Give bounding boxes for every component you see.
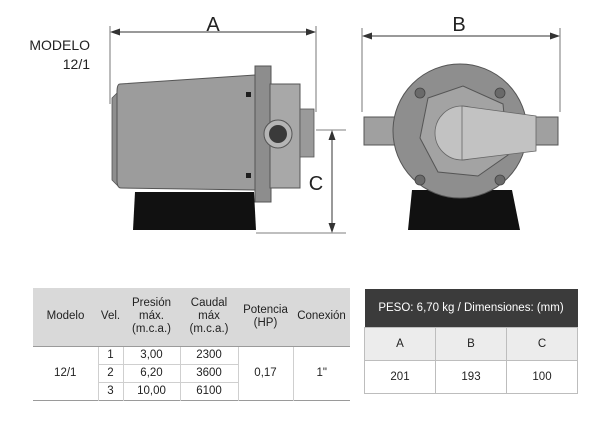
table-row: 3 10,00 6100 (33, 381, 350, 400)
cell-flow: 3600 (179, 363, 238, 382)
col-header-pressure: Presión máx. (m.c.a.) (123, 288, 180, 346)
col-header-connection: Conexión (293, 288, 350, 346)
weight-dimensions-table: PESO: 6,70 kg / Dimensiones: (mm) A B C … (364, 289, 578, 394)
dim-letter-b: B (435, 327, 507, 361)
motor-body (116, 74, 256, 191)
dimension-label-a: A (206, 14, 220, 36)
cell-pressure: 3,00 (122, 345, 180, 364)
cell-power: 0,17 (237, 345, 293, 400)
spec-table-header: Modelo Vel. Presión máx. (m.c.a.) Caudal… (33, 288, 350, 346)
model-number: 12/1 (62, 56, 90, 72)
pump-front-view (361, 28, 561, 230)
dimension-values-row: 201 193 100 (364, 360, 578, 394)
cell-flow: 6100 (179, 381, 238, 400)
weight-header: PESO: 6,70 kg / Dimensiones: (mm) (364, 289, 578, 328)
cell-pressure: 6,20 (122, 363, 180, 382)
dim-letter-c: C (506, 327, 578, 361)
dim-letter-a: A (364, 327, 436, 361)
pump-base (133, 192, 256, 230)
dimension-label-b: B (452, 14, 465, 36)
table-row: 12/1 1 3,00 2300 0,17 1" (33, 345, 350, 400)
cell-flow: 2300 (179, 345, 238, 364)
cell-vel: 2 (97, 363, 123, 382)
col-header-model: Modelo (33, 288, 98, 346)
model-label: MODELO (29, 37, 90, 53)
cell-connection: 1" (292, 345, 350, 400)
dimension-label-c: C (309, 173, 323, 195)
dimension-letters-row: A B C (364, 327, 578, 361)
cell-vel: 1 (97, 345, 123, 364)
col-header-vel: Vel. (98, 288, 123, 346)
cell-vel: 3 (97, 381, 123, 400)
cell-model: 12/1 (33, 345, 98, 400)
cell-pressure: 10,00 (122, 381, 180, 400)
dim-value-c: 100 (506, 360, 578, 394)
col-header-flow: Caudal máx (m.c.a.) (180, 288, 238, 346)
dim-value-b: 193 (435, 360, 507, 394)
spec-table: Modelo Vel. Presión máx. (m.c.a.) Caudal… (33, 288, 350, 401)
col-header-power: Potencia (HP) (238, 288, 293, 346)
pump-side-view (109, 26, 346, 234)
model-title: MODELO 12/1 (20, 36, 90, 74)
dim-value-a: 201 (364, 360, 436, 394)
table-row: 2 6,20 3600 (33, 363, 350, 382)
